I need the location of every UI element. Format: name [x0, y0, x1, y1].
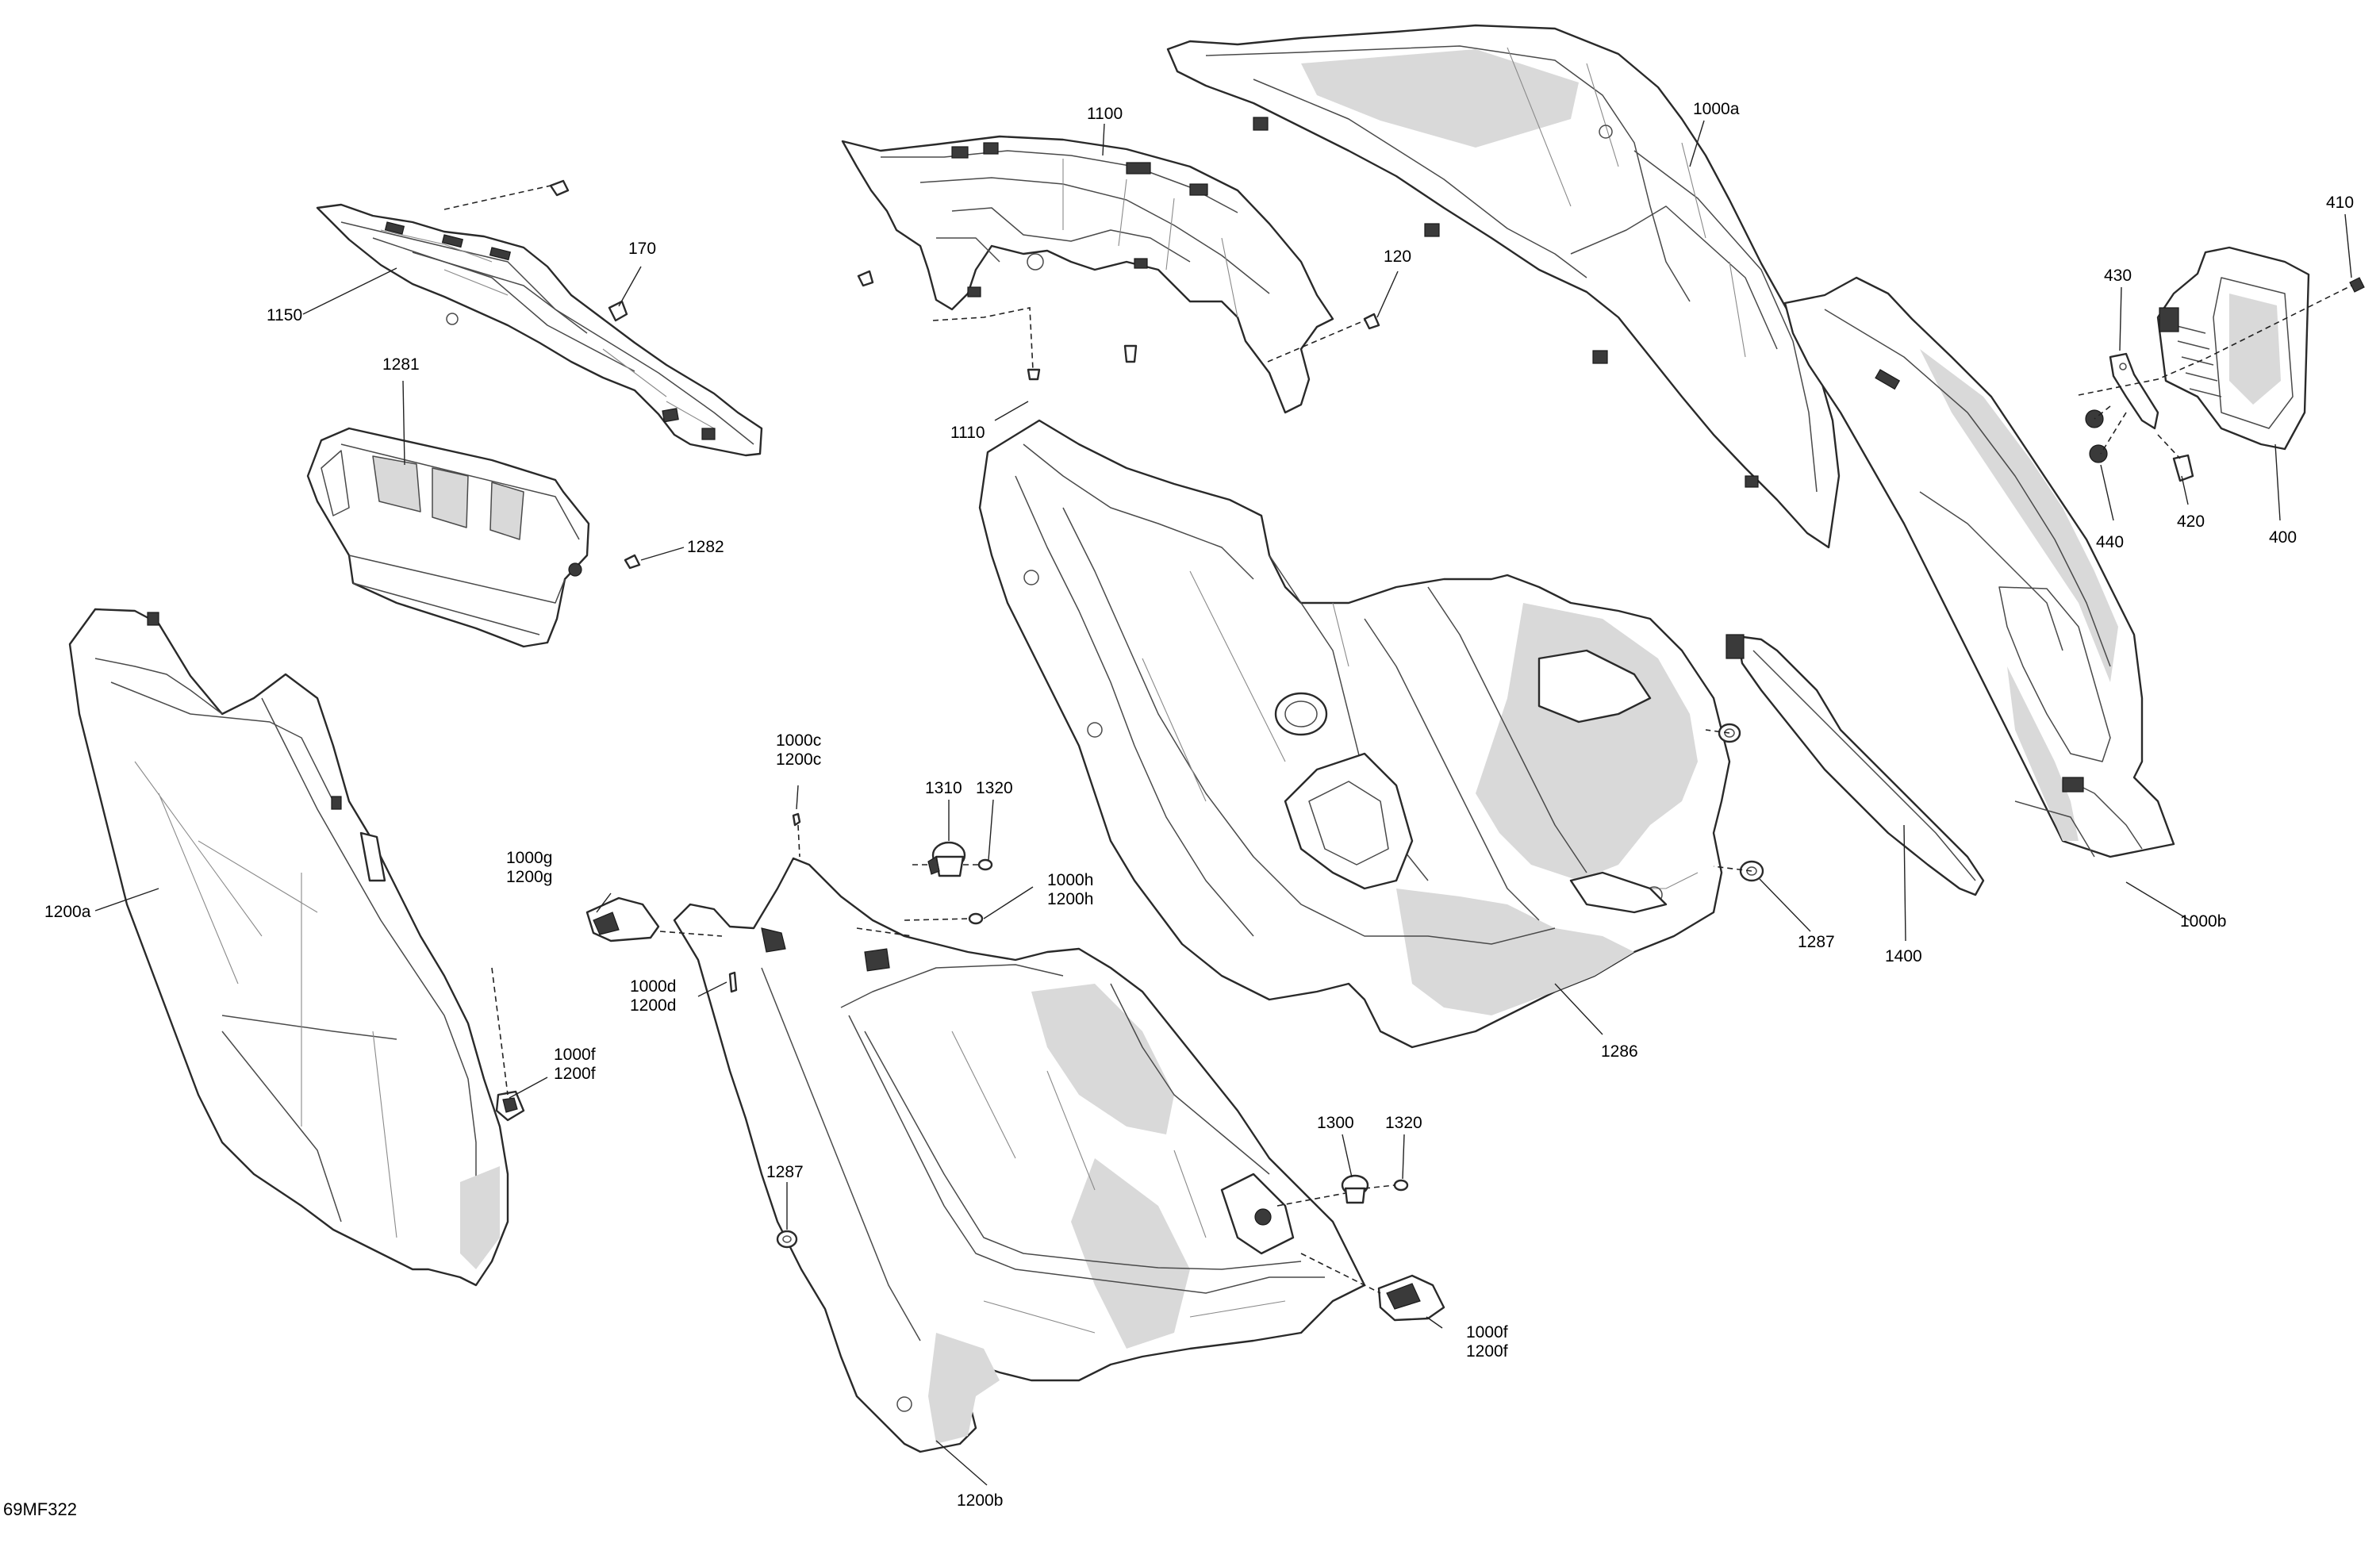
- callout-1200g: 1200g: [506, 868, 552, 886]
- callout-170: 170: [628, 240, 656, 258]
- callout-1000a: 1000a: [1693, 100, 1740, 118]
- callout-1320-lower: 1320: [1385, 1114, 1422, 1132]
- hardware-410-screw: [2349, 277, 2365, 293]
- part-1400-trim: [1726, 634, 1985, 896]
- callout-1200f-left: 1200f: [554, 1065, 596, 1083]
- callout-1400: 1400: [1885, 947, 1922, 965]
- part-1200b-panel: [673, 857, 1366, 1453]
- screw-1110: [1027, 344, 1138, 381]
- screw-1320-lower: [1393, 1179, 1409, 1192]
- callout-labels: 1150 170 1281 1282 1100 120 1110 1000a 4…: [44, 100, 2354, 1510]
- part-1281-grille: [306, 427, 590, 648]
- callout-1282: 1282: [687, 538, 724, 556]
- callout-1320-upper: 1320: [976, 779, 1013, 797]
- assembly-lines: [443, 185, 2352, 1294]
- screw-170: [608, 300, 628, 322]
- callout-420: 420: [2177, 512, 2205, 531]
- callout-1200d: 1200d: [630, 996, 676, 1015]
- callout-1000b: 1000b: [2180, 912, 2226, 931]
- callout-1110: 1110: [950, 424, 985, 442]
- hardware-430-clip: [2109, 352, 2159, 430]
- part-1200a-panel: [68, 608, 509, 1287]
- callout-1000g: 1000g: [506, 849, 552, 867]
- callout-1000f-left: 1000f: [554, 1046, 596, 1064]
- callout-1200f-right: 1200f: [1466, 1342, 1508, 1361]
- callout-1200b: 1200b: [957, 1491, 1003, 1510]
- grommet-1300: [1341, 1174, 1369, 1204]
- callout-1310: 1310: [925, 779, 962, 797]
- callout-1286: 1286: [1601, 1042, 1638, 1061]
- part-1000a-panel: [1166, 24, 1841, 549]
- screw-120: [1363, 313, 1380, 330]
- screw-1000h: [968, 912, 984, 925]
- callout-1100: 1100: [1087, 105, 1123, 123]
- screw-1282: [624, 554, 641, 570]
- screw-1150-top: [549, 179, 570, 197]
- callout-1150: 1150: [267, 306, 302, 324]
- screw-1100-left: [857, 270, 874, 287]
- callout-440: 440: [2096, 533, 2124, 551]
- leader-lines: [94, 120, 2352, 1486]
- callout-1000d: 1000d: [630, 977, 676, 996]
- clip-1000g: [585, 896, 660, 942]
- washer-1287-left: [776, 1230, 798, 1249]
- callout-1000f-right: 1000f: [1466, 1323, 1508, 1341]
- callout-1000h: 1000h: [1047, 871, 1093, 889]
- clip-1000f-left: [495, 1090, 525, 1122]
- hardware-440-nut: [2085, 409, 2108, 463]
- callout-120: 120: [1384, 248, 1411, 266]
- part-1150-bracket: [316, 203, 763, 457]
- callout-1000c: 1000c: [776, 731, 821, 750]
- part-1100-bracket: [841, 135, 1334, 414]
- part-1286-panel: [978, 419, 1731, 1049]
- callout-1287-left: 1287: [766, 1163, 804, 1181]
- part-400-outlet: [2156, 246, 2310, 451]
- callout-430: 430: [2104, 267, 2132, 285]
- callout-1287-right: 1287: [1798, 933, 1835, 951]
- screw-1320-upper: [977, 858, 993, 871]
- screw-1000d: [728, 971, 738, 993]
- callout-410: 410: [2326, 194, 2354, 212]
- clip-1000f-right: [1377, 1274, 1445, 1322]
- callout-1200a: 1200a: [44, 903, 91, 921]
- grommet-1310: [927, 841, 966, 877]
- callout-1300: 1300: [1317, 1114, 1354, 1132]
- callout-1200h: 1200h: [1047, 890, 1093, 908]
- callout-1281: 1281: [382, 355, 420, 374]
- callout-400: 400: [2269, 528, 2297, 547]
- part-1000b-panel: [1783, 276, 2175, 858]
- hardware-420-clip: [2172, 454, 2194, 482]
- document-id: 69MF322: [3, 1499, 77, 1519]
- callout-1200c: 1200c: [776, 750, 821, 769]
- screw-1000c: [792, 812, 801, 827]
